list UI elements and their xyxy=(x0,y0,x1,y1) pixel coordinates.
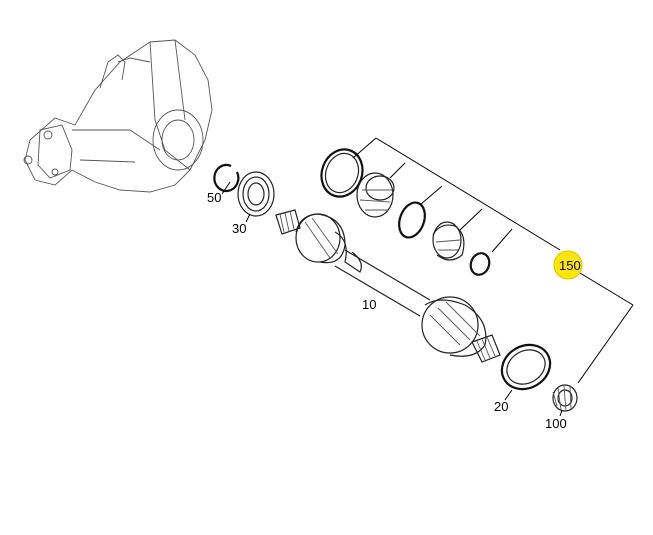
part-30-seal xyxy=(237,171,275,217)
callout-10: 10 xyxy=(362,297,376,312)
differential-housing xyxy=(23,39,213,193)
callout-100: 100 xyxy=(545,416,567,431)
part-10-drive-shaft xyxy=(275,209,501,363)
leader-50 xyxy=(221,181,231,195)
callout-150: 150 xyxy=(559,258,581,273)
part-50-circlip xyxy=(213,163,240,193)
leader-20 xyxy=(504,389,513,401)
kit-150-components xyxy=(320,148,491,276)
callout-50: 50 xyxy=(207,190,221,205)
leader-150 xyxy=(352,137,634,384)
callout-30: 30 xyxy=(232,221,246,236)
leader-100 xyxy=(559,409,563,417)
part-100-collar-nut xyxy=(552,384,578,412)
highlight-marker xyxy=(553,250,583,280)
callout-150-highlight[interactable]: 150 xyxy=(553,250,583,280)
leader-30 xyxy=(245,213,251,223)
part-20-o-ring xyxy=(500,343,552,391)
callout-20: 20 xyxy=(494,399,508,414)
